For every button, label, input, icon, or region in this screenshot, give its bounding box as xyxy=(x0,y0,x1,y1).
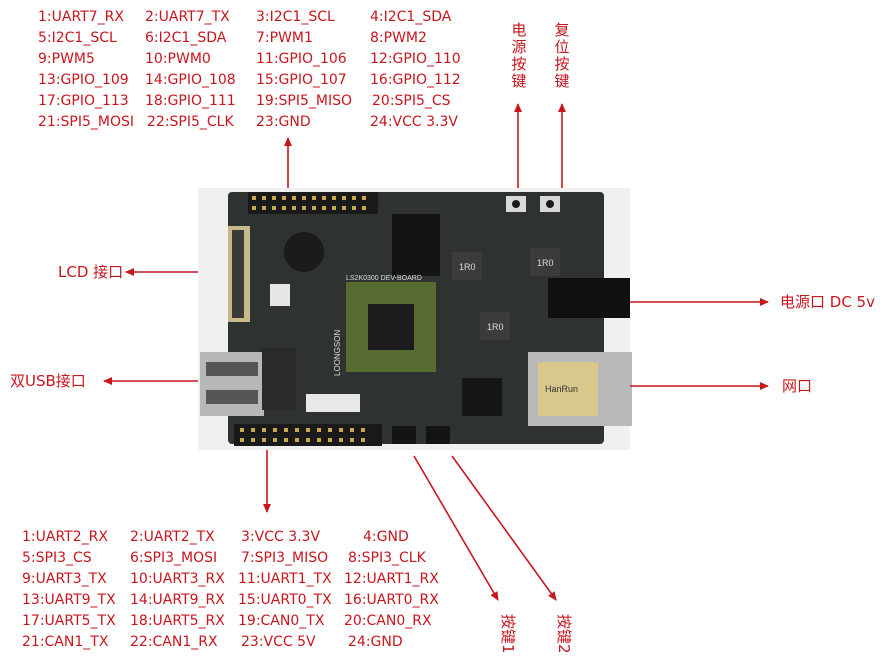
pin-label: 16:UART0_RX xyxy=(344,592,439,608)
pin-label: 22:SPI5_CLK xyxy=(147,114,234,130)
key1-label: 按键1 xyxy=(499,614,517,654)
pin-label: 1:UART7_RX xyxy=(38,9,124,25)
pin-label: 9:PWM5 xyxy=(38,51,95,67)
power-port-label: 电源口 DC 5v xyxy=(780,293,875,311)
arrow-key2 xyxy=(451,455,557,601)
pin-label: 22:CAN1_RX xyxy=(130,634,218,650)
pin-label: 2:UART2_TX xyxy=(130,529,215,545)
pin-label: 6:I2C1_SDA xyxy=(145,30,227,46)
pin-label: 14:GPIO_108 xyxy=(145,72,236,88)
pin-label: 5:I2C1_SCL xyxy=(38,30,117,46)
pin-label: 24:GND xyxy=(348,634,403,650)
pin-label: 10:PWM0 xyxy=(145,51,211,67)
pin-label: 23:VCC 5V xyxy=(241,634,316,650)
brand-silkscreen: LOONGSON xyxy=(333,330,342,376)
pin-label: 20:SPI5_CS xyxy=(372,93,451,109)
pin-label: 21:SPI5_MOSI xyxy=(38,114,135,130)
pin-label: 14:UART9_RX xyxy=(130,592,225,608)
top-pin-header xyxy=(248,192,378,214)
dc-jack xyxy=(548,278,630,318)
ethernet-label: 网口 xyxy=(782,377,813,395)
bottom-pin-header xyxy=(234,424,382,446)
svg-text:1R0: 1R0 xyxy=(487,322,504,332)
pin-label: 3:VCC 3.3V xyxy=(241,529,321,545)
key1-button xyxy=(392,426,416,444)
inductor xyxy=(530,248,560,276)
usb-label: 双USB接口 xyxy=(10,372,86,390)
pin-label: 8:PWM2 xyxy=(370,30,427,46)
pin-label: 13:UART9_TX xyxy=(22,592,116,608)
inductor xyxy=(480,312,510,340)
pin-label: 12:UART1_RX xyxy=(344,571,439,587)
pin-label: 13:GPIO_109 xyxy=(38,72,129,88)
soc-chip xyxy=(368,304,414,350)
pin-label: 4:GND xyxy=(363,529,409,545)
pin-label: 17:GPIO_113 xyxy=(38,93,129,109)
pin-label: 3:I2C1_SCL xyxy=(256,9,335,25)
pin-label: 23:GND xyxy=(256,114,311,130)
pin-label: 7:PWM1 xyxy=(256,30,313,46)
pin-label: 11:UART1_TX xyxy=(238,571,332,587)
key2-label: 按键2 xyxy=(555,614,573,654)
pin-label: 10:UART3_RX xyxy=(130,571,225,587)
pin-label: 18:GPIO_111 xyxy=(145,93,236,109)
svg-text:1R0: 1R0 xyxy=(459,262,476,272)
svg-text:1R0: 1R0 xyxy=(537,258,554,268)
pin-label: 24:VCC 3.3V xyxy=(370,114,458,130)
pin-label: 21:CAN1_TX xyxy=(22,634,109,650)
usb-hub-chip xyxy=(462,378,502,416)
key2-button xyxy=(426,426,450,444)
pin-label: 11:GPIO_106 xyxy=(256,51,347,67)
pin-label: 4:I2C1_SDA xyxy=(370,9,452,25)
pin-label: 12:GPIO_110 xyxy=(370,51,461,67)
buzzer xyxy=(284,232,324,272)
pin-label: 8:SPI3_CLK xyxy=(348,550,426,566)
pin-label: 5:SPI3_CS xyxy=(22,550,92,566)
svg-text:HanRun: HanRun xyxy=(545,384,578,394)
inductor xyxy=(452,252,482,280)
pin-label: 15:GPIO_107 xyxy=(256,72,347,88)
pin-label: 7:SPI3_MISO xyxy=(241,550,329,566)
pin-label: 1:UART2_RX xyxy=(22,529,108,545)
lcd-label: LCD 接口 xyxy=(58,263,124,281)
power-button-label: 电源按键 xyxy=(511,21,527,90)
pin-label: 20:CAN0_RX xyxy=(344,613,432,629)
pin-label: 18:UART5_RX xyxy=(130,613,225,629)
pin-label: 16:GPIO_112 xyxy=(370,72,461,88)
arrow-key1 xyxy=(413,455,499,601)
pin-label: 15:UART0_TX xyxy=(238,592,332,608)
reset-button-label: 复位按键 xyxy=(554,21,570,90)
board-silkscreen: LS2K0300 DEV-BOARD xyxy=(346,275,422,282)
ram-chip xyxy=(392,214,440,276)
small-connector xyxy=(306,394,360,412)
pin-label: 17:UART5_TX xyxy=(22,613,116,629)
pin-label: 9:UART3_TX xyxy=(22,571,107,587)
pin-label: 2:UART7_TX xyxy=(145,9,230,25)
pin-label: 6:SPI3_MOSI xyxy=(130,550,218,566)
pin-label: 19:CAN0_TX xyxy=(238,613,325,629)
pin-label: 19:SPI5_MISO xyxy=(256,93,353,109)
